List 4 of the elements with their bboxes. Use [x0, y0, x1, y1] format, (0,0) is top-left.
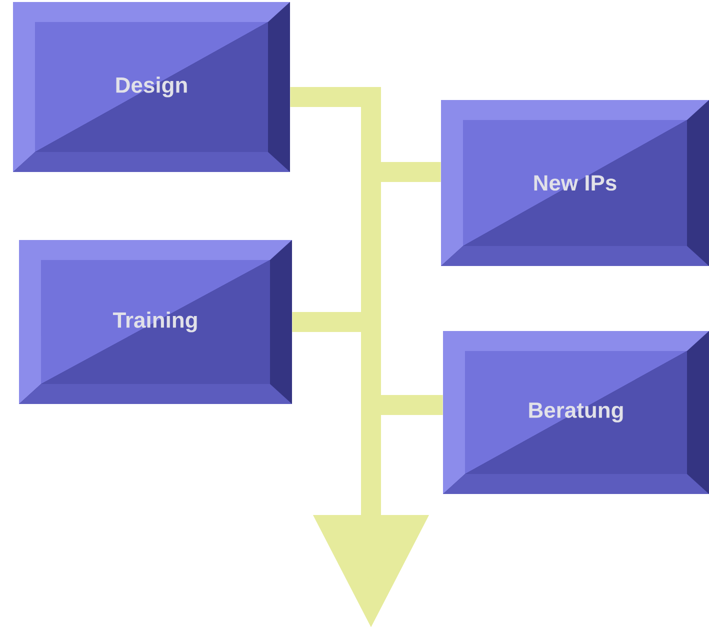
process-box: Design — [13, 2, 290, 172]
process-box: Beratung — [443, 331, 709, 494]
process-box: New IPs — [441, 100, 709, 266]
process-box: Training — [19, 240, 292, 404]
